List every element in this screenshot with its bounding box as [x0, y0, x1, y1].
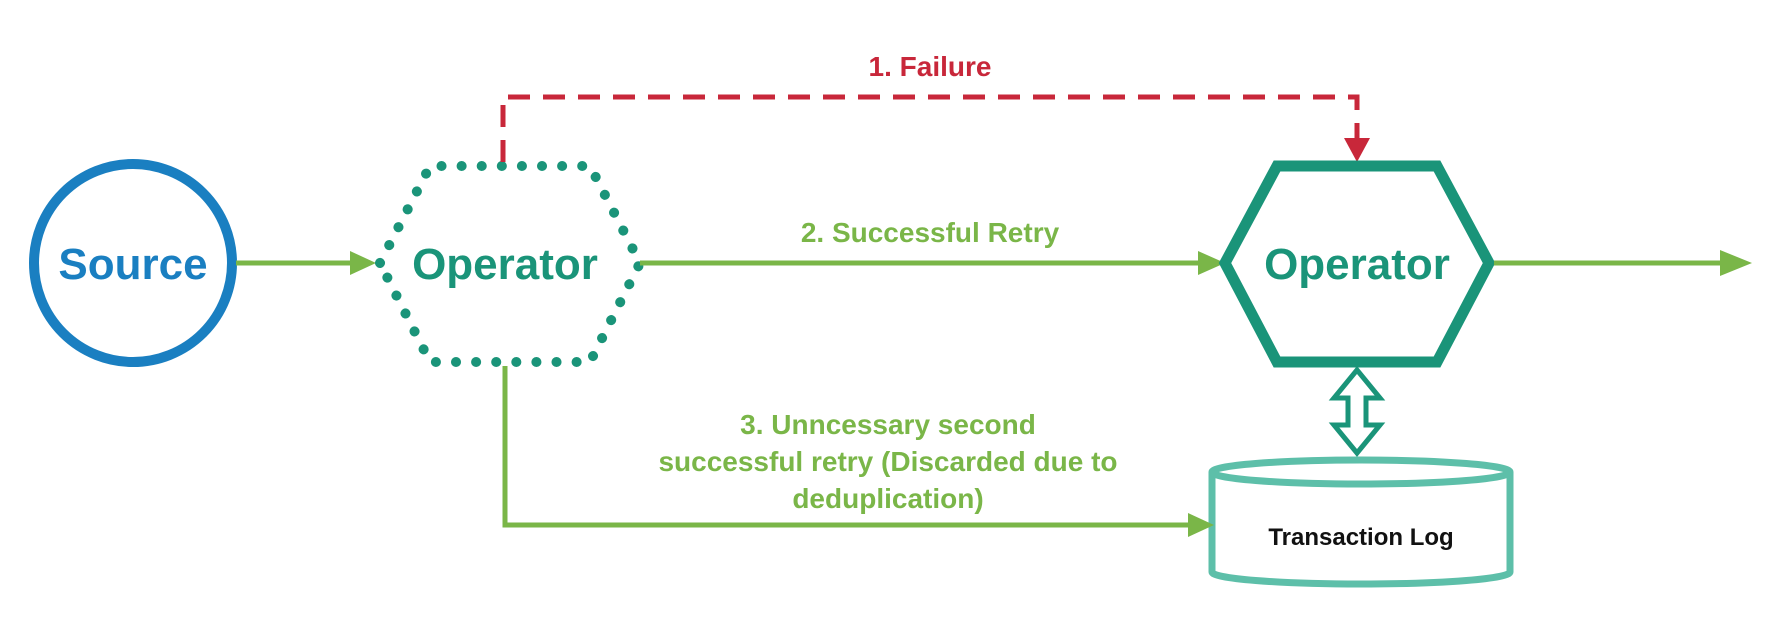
failed-operator-label: Operator — [412, 240, 598, 289]
second-retry-label-line3: deduplication) — [792, 483, 983, 514]
source-to-operator-arrow — [236, 251, 376, 275]
transaction-log-node: Transaction Log — [1208, 456, 1514, 588]
active-operator-label: Operator — [1264, 240, 1450, 289]
successful-retry-edge: 2. Successful Retry — [640, 217, 1225, 275]
source-node: Source — [29, 159, 237, 367]
failure-edge: 1. Failure — [500, 51, 1370, 162]
active-operator-node: Operator — [1218, 160, 1496, 368]
failed-operator-node: Operator — [374, 161, 646, 367]
second-retry-edge: 3. Unncessary second successful retry (D… — [502, 366, 1214, 537]
transaction-log-label: Transaction Log — [1268, 524, 1453, 551]
second-retry-label-line2: successful retry (Discarded due to — [658, 446, 1117, 477]
failure-label: 1. Failure — [869, 51, 992, 82]
source-label: Source — [58, 240, 207, 289]
output-arrow — [1494, 250, 1752, 276]
second-retry-label-line1: 3. Unncessary second — [740, 409, 1036, 440]
successful-retry-label: 2. Successful Retry — [801, 217, 1060, 248]
bidirectional-arrow — [1328, 366, 1386, 457]
